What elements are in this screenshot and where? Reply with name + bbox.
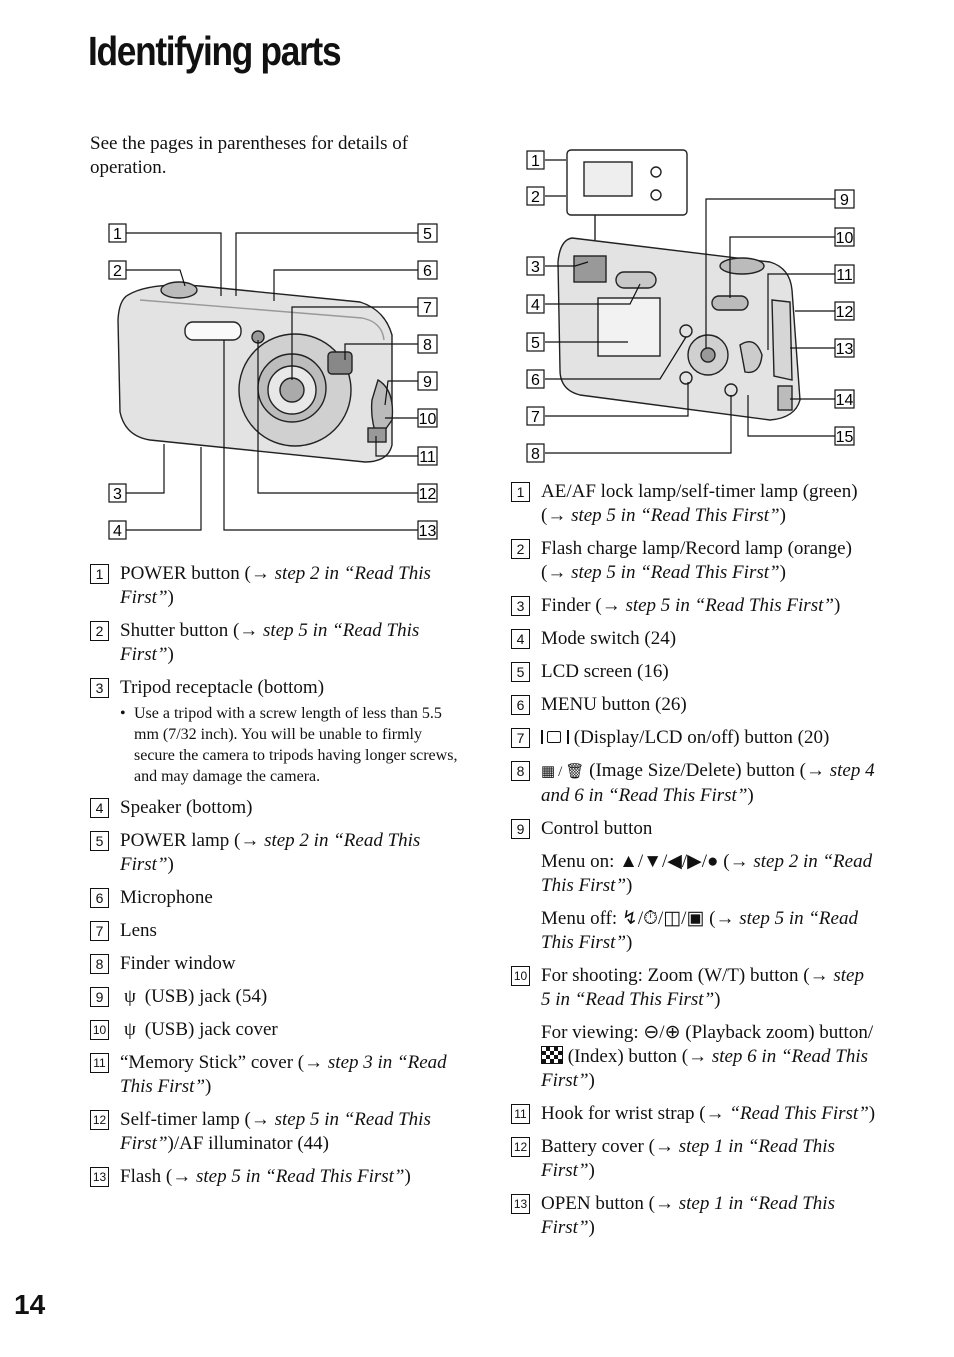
back-leader-lines [545,159,835,454]
callout-back-2: 2 [531,189,540,206]
front-leader-lines [126,232,418,531]
callout-front-7: 7 [423,300,432,317]
callout-front-8: 8 [423,337,432,354]
callout-back-4: 4 [531,297,540,314]
front-callouts: 1 2 3 4 5 6 7 8 9 10 11 12 13 [108,223,438,540]
callout-front-11: 11 [419,449,436,466]
zoom-out-in-icon: ⊖/⊕ [643,1022,681,1043]
callout-front-4: 4 [113,523,122,540]
back-camera-figure: 1 2 3 4 5 6 7 8 9 10 11 12 13 14 15 [526,149,855,463]
menu-off-text: Menu off: ↯/⏱/◫/▣ (→ step 5 in “Read Thi… [541,908,858,953]
back-camera-drawing [557,149,801,421]
tripod-note: Use a tripod with a screw length of less… [120,703,462,787]
callout-back-5: 5 [531,335,540,352]
callout-front-2: 2 [113,263,122,280]
callout-back-12: 12 [836,304,854,321]
callout-back-6: 6 [531,372,540,389]
flash-selftimer-macro-spot-icons: ↯/⏱/◫/▣ [621,908,705,929]
callout-back-8: 8 [531,446,540,463]
callout-front-3: 3 [113,486,122,503]
callout-back-10: 10 [836,230,854,247]
callout-back-3: 3 [531,259,540,276]
callout-back-15: 15 [836,429,854,446]
page-number: 14 [14,1289,46,1320]
list-item: 7 (Display/LCD on/off) button (20) [511,726,876,750]
image-size-delete-icon: ▦ / 🗑 [541,764,585,780]
front-camera-drawing [117,281,394,463]
callout-back-1: 1 [531,153,540,170]
back-callouts: 1 2 3 4 5 6 7 8 9 10 11 12 13 14 15 [526,150,855,463]
front-camera-figure: 1 2 3 4 5 6 7 8 9 10 11 12 13 [108,223,438,540]
callout-back-11: 11 [836,267,853,284]
intro-text: See the pages in parentheses for details… [90,133,409,178]
callout-front-1: 1 [113,226,122,243]
callout-back-7: 7 [531,409,540,426]
callout-front-13: 13 [419,523,437,540]
usb-icon: ψ [124,1019,136,1040]
display-icon [541,730,569,744]
callout-front-9: 9 [423,374,432,391]
callout-front-5: 5 [423,226,432,243]
for-viewing-text: For viewing: ⊖/⊕ (Playback zoom) button/… [541,1022,874,1091]
index-icon [541,1046,563,1064]
callout-back-9: 9 [840,192,849,209]
callout-front-12: 12 [419,486,437,503]
callout-front-10: 10 [419,411,437,428]
page-title: Identifying parts [88,28,342,74]
usb-icon: ψ [124,986,136,1007]
list-item: 11“Memory Stick” cover (→ step 3 in “Rea… [90,1051,462,1099]
menu-on-text: Menu on: ▲/▼/◀/▶/● (→ step 2 in “Read Th… [541,851,873,896]
list-item: 8▦ / 🗑 (Image Size/Delete) button (→ ste… [511,759,876,808]
callout-back-14: 14 [836,392,854,409]
callout-front-6: 6 [423,263,432,280]
callout-back-13: 13 [836,341,854,358]
